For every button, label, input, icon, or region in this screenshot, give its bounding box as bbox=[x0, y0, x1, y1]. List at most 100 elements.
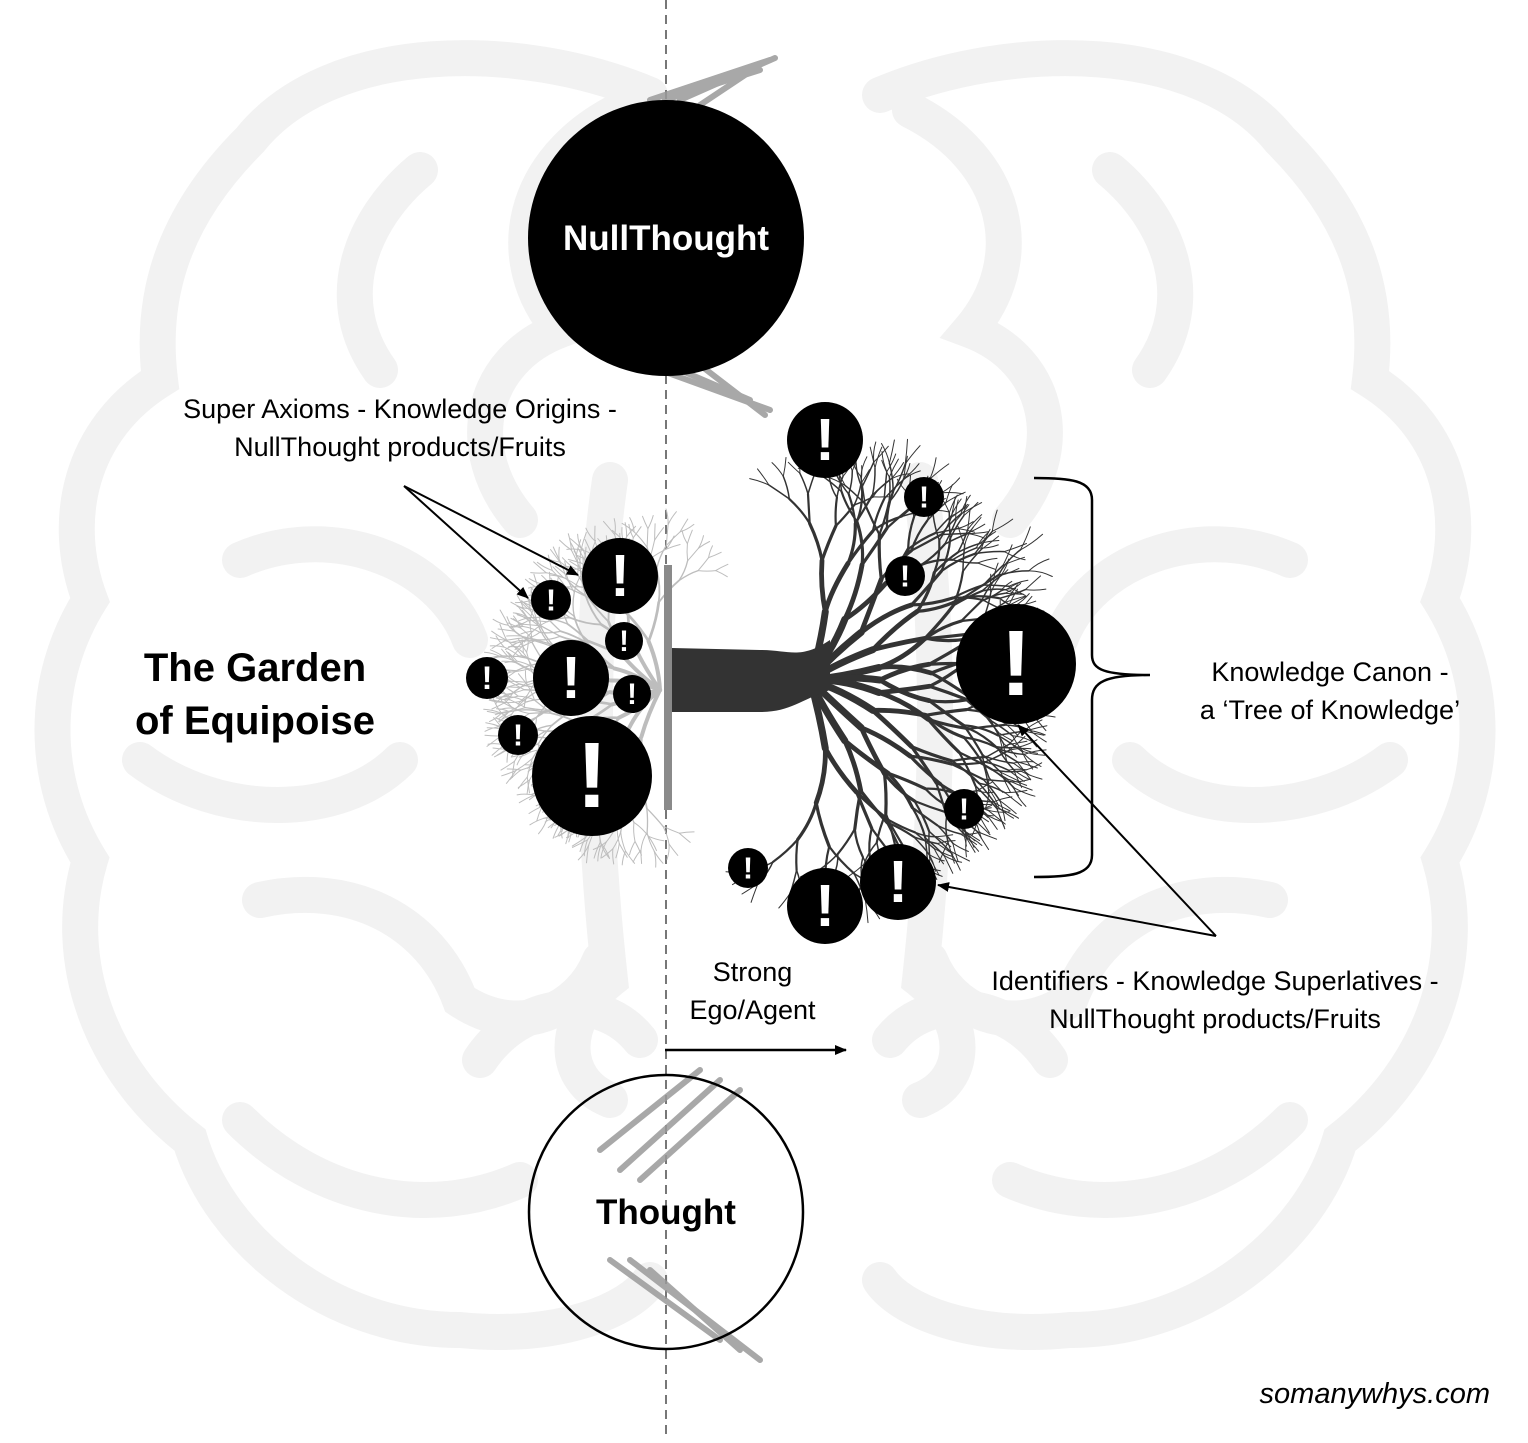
exclamation-icon: ! bbox=[546, 582, 556, 617]
tree-branch bbox=[789, 499, 809, 524]
exclamation-icon: ! bbox=[919, 479, 929, 514]
site-credit[interactable]: somanywhys.com bbox=[1200, 1378, 1490, 1411]
tree-branch bbox=[750, 479, 769, 485]
identifiers-label: Identifiers - Knowledge Superlatives - N… bbox=[930, 962, 1500, 1038]
tree-branch bbox=[822, 561, 826, 612]
super-axioms-line1: Super Axioms - Knowledge Origins - bbox=[110, 390, 690, 428]
tree-branch bbox=[667, 844, 669, 860]
tree-branch bbox=[668, 512, 676, 525]
tree-branch bbox=[716, 571, 728, 577]
tree-branch bbox=[688, 548, 699, 561]
exclamation-icon: ! bbox=[619, 625, 629, 658]
tree-branch bbox=[655, 524, 656, 540]
tree-branch bbox=[680, 519, 688, 532]
tree-branch bbox=[816, 803, 829, 847]
tree-branch bbox=[978, 563, 996, 569]
tree-branch bbox=[669, 844, 678, 856]
tree-branch bbox=[1025, 576, 1040, 590]
tree-branch bbox=[825, 563, 848, 612]
exclamation-icon: ! bbox=[1001, 611, 1032, 715]
tree-branch bbox=[855, 829, 863, 857]
brush-streak bbox=[680, 58, 775, 100]
tree-branch bbox=[873, 479, 892, 495]
tree-branch bbox=[905, 446, 920, 465]
ego-agent-label: Strong Ego/Agent bbox=[660, 953, 845, 1029]
tree-branch bbox=[783, 458, 786, 477]
tree-branch bbox=[647, 833, 654, 852]
tree-branch bbox=[941, 478, 959, 493]
tree-branch bbox=[879, 535, 881, 580]
knowledge-canon-line2: a ‘Tree of Knowledge’ bbox=[1160, 691, 1500, 729]
tree-branch bbox=[873, 468, 876, 495]
exclamation-icon: ! bbox=[627, 678, 637, 711]
tree-branch bbox=[698, 558, 709, 571]
tree-branch bbox=[810, 524, 822, 561]
tree-branch bbox=[798, 803, 817, 840]
tree-branch bbox=[643, 516, 648, 528]
tree-branch bbox=[836, 498, 837, 526]
tree-branch bbox=[641, 833, 647, 850]
tree-branch bbox=[490, 646, 504, 647]
tree-branch bbox=[1029, 559, 1049, 571]
tree-branch bbox=[531, 573, 547, 574]
tree-branch bbox=[630, 841, 636, 854]
tree-branch bbox=[800, 473, 808, 494]
tree-branch bbox=[641, 850, 642, 864]
tree-branch bbox=[772, 463, 783, 477]
exclamation-icon: ! bbox=[577, 723, 608, 827]
garden-boundary-bar bbox=[664, 565, 672, 810]
tree-branch bbox=[682, 531, 687, 544]
tree-branch bbox=[649, 602, 659, 641]
tree-branch bbox=[698, 571, 716, 572]
exclamation-icon: ! bbox=[900, 558, 910, 593]
tree-branch bbox=[884, 472, 887, 499]
garden-title-line2: of Equipoise bbox=[90, 695, 420, 748]
tree-branch bbox=[647, 808, 663, 826]
tree-branch bbox=[836, 505, 854, 526]
tree-branch bbox=[773, 840, 798, 863]
tree-branch bbox=[655, 528, 664, 541]
tree-branch bbox=[857, 522, 863, 565]
tree-branch bbox=[679, 833, 690, 842]
tree-branch bbox=[822, 526, 836, 561]
tree-branch bbox=[967, 533, 987, 539]
tree-branch bbox=[573, 592, 574, 616]
tree-branch bbox=[820, 854, 838, 870]
tree-branch bbox=[548, 555, 552, 570]
exclamation-icon: ! bbox=[513, 717, 523, 752]
identifiers-line1: Identifiers - Knowledge Superlatives - bbox=[930, 962, 1500, 1000]
garden-title: The Garden of Equipoise bbox=[90, 642, 420, 748]
tree-branch bbox=[647, 529, 648, 548]
tree-branch bbox=[838, 829, 855, 854]
tree-branch bbox=[869, 828, 871, 858]
tree-branch bbox=[633, 850, 641, 862]
tree-branch bbox=[1021, 771, 1042, 779]
tree-branch bbox=[648, 516, 653, 529]
tree-branch bbox=[978, 558, 997, 563]
tree-branch bbox=[716, 564, 728, 570]
tree-branch bbox=[500, 708, 513, 709]
tree-branch bbox=[941, 533, 966, 534]
exclamation-icon: ! bbox=[959, 791, 969, 826]
tree-branch bbox=[647, 808, 648, 832]
exclamation-icon: ! bbox=[815, 874, 835, 939]
ego-agent-line2: Ego/Agent bbox=[660, 991, 845, 1029]
knowledge-canon-label: Knowledge Canon - a ‘Tree of Knowledge’ bbox=[1160, 653, 1500, 729]
tree-branch bbox=[560, 540, 572, 550]
tree-branch bbox=[1005, 596, 1025, 602]
tree-branch bbox=[687, 544, 688, 561]
tree-branch bbox=[885, 774, 887, 814]
tree-branch bbox=[941, 493, 963, 494]
super-axioms-label: Super Axioms - Knowledge Origins - NullT… bbox=[110, 390, 690, 466]
tree-branch bbox=[862, 528, 887, 565]
tree-branch bbox=[796, 840, 797, 871]
tree-branch bbox=[862, 462, 874, 487]
tree-branch bbox=[666, 532, 680, 546]
garden-title-line1: The Garden bbox=[90, 642, 420, 695]
tree-branch bbox=[808, 494, 810, 524]
tree-branch bbox=[709, 546, 713, 558]
tree-branch bbox=[1005, 793, 1022, 806]
exclamation-icon: ! bbox=[610, 544, 630, 609]
knowledge-canon-line1: Knowledge Canon - bbox=[1160, 653, 1500, 691]
